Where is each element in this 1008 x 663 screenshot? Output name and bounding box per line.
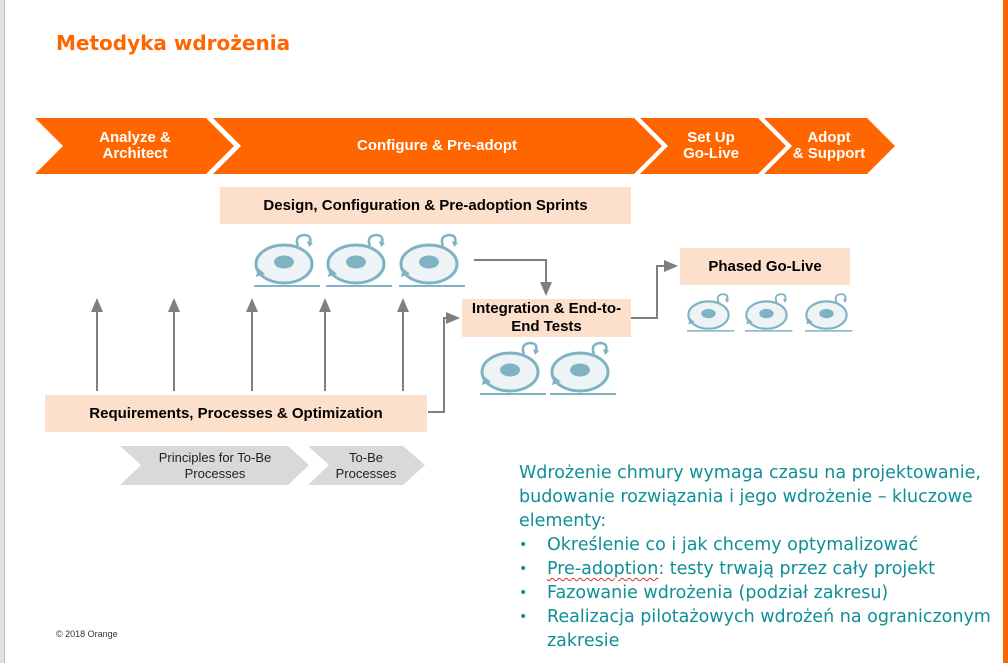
golive-box: Phased Go-Live bbox=[680, 248, 850, 285]
phase-label-analyze: Analyze & Architect bbox=[70, 127, 200, 165]
sprint-cycle-icon bbox=[250, 232, 322, 288]
phase-chevron-configure bbox=[213, 118, 662, 174]
notes-bullet: Realizacja pilotażowych wdrożeń na ogran… bbox=[519, 605, 1004, 653]
sub-chevron-to-be bbox=[308, 446, 425, 485]
phase-label-setup: Set Up Go-Live bbox=[666, 127, 756, 165]
sprint-cycle-icon bbox=[395, 232, 467, 288]
sprint-cycle-icon bbox=[322, 232, 394, 288]
sub-chevron-line: Processes bbox=[335, 466, 397, 481]
phase-label-line: Analyze & bbox=[99, 129, 171, 146]
notes-bullet-text: Określenie co i jak chcemy optymalizować bbox=[547, 535, 919, 555]
integration-box-line: End Tests bbox=[511, 318, 582, 335]
right-accent-bar bbox=[1003, 0, 1008, 663]
phase-label-line: Adopt bbox=[807, 129, 851, 146]
sub-chevron-principles-label: Principles for To-Be Processes bbox=[140, 448, 290, 484]
integration-box: Integration & End-to- End Tests bbox=[462, 299, 631, 337]
connector-integration-to-golive bbox=[631, 260, 678, 319]
sub-chevron-line: Processes bbox=[184, 466, 246, 481]
notes-bullet: Fazowanie wdrożenia (podział zakresu) bbox=[519, 581, 1004, 605]
sprint-cycle-icon bbox=[802, 292, 854, 332]
notes-bullet-text: Fazowanie wdrożenia (podział zakresu) bbox=[547, 583, 889, 603]
sprint-cycle-icon bbox=[546, 340, 618, 396]
requirements-box: Requirements, Processes & Optimization bbox=[45, 395, 427, 432]
sprints-box: Design, Configuration & Pre-adoption Spr… bbox=[220, 187, 631, 224]
phase-label-adopt: Adopt & Support bbox=[790, 127, 868, 165]
notes-bullet-text: : testy trwają przez cały projekt bbox=[658, 559, 936, 579]
copyright-footer: © 2018 Orange bbox=[56, 629, 118, 639]
phase-label-line: Architect bbox=[102, 145, 168, 162]
connector-sprints-to-integration bbox=[474, 259, 552, 296]
phase-label-line: Go-Live bbox=[683, 145, 739, 162]
phase-chevron-adopt bbox=[764, 118, 895, 174]
notes-text-block: Wdrożenie chmury wymaga czasu na projekt… bbox=[519, 461, 1004, 653]
notes-bullet-list: Określenie co i jak chcemy optymalizować… bbox=[519, 533, 1004, 653]
phase-label-configure: Configure & Pre-adopt bbox=[240, 127, 634, 165]
sub-chevron-line: Principles for To-Be bbox=[158, 450, 272, 465]
phase-label-line: & Support bbox=[792, 145, 866, 162]
left-window-edge bbox=[0, 0, 5, 663]
phase-label-line: Configure & Pre-adopt bbox=[357, 137, 517, 154]
sub-chevron-line: To-Be bbox=[349, 450, 383, 465]
sprint-cycle-icon bbox=[684, 292, 736, 332]
phase-chevron-setup bbox=[640, 118, 786, 174]
slide-title: Metodyka wdrożenia bbox=[56, 31, 291, 55]
integration-box-line: Integration & End-to- bbox=[471, 300, 622, 317]
sub-chevron-principles bbox=[120, 446, 309, 485]
notes-bullet-text: Realizacja pilotażowych wdrożeń na ogran… bbox=[547, 607, 991, 651]
sub-chevron-to-be-label: To-Be Processes bbox=[326, 448, 406, 484]
phase-label-line: Set Up bbox=[687, 129, 735, 146]
connector-requirements-to-integration bbox=[428, 312, 460, 413]
notes-bullet-lead: Pre-adoption bbox=[547, 559, 659, 579]
sprint-cycle-icon bbox=[742, 292, 794, 332]
phase-chevron-analyze bbox=[35, 118, 234, 174]
notes-bullet: Pre-adoption: testy trwają przez cały pr… bbox=[519, 557, 1004, 581]
notes-intro: Wdrożenie chmury wymaga czasu na projekt… bbox=[519, 463, 981, 531]
notes-bullet: Określenie co i jak chcemy optymalizować bbox=[519, 533, 1004, 557]
sprint-cycle-icon bbox=[476, 340, 548, 396]
